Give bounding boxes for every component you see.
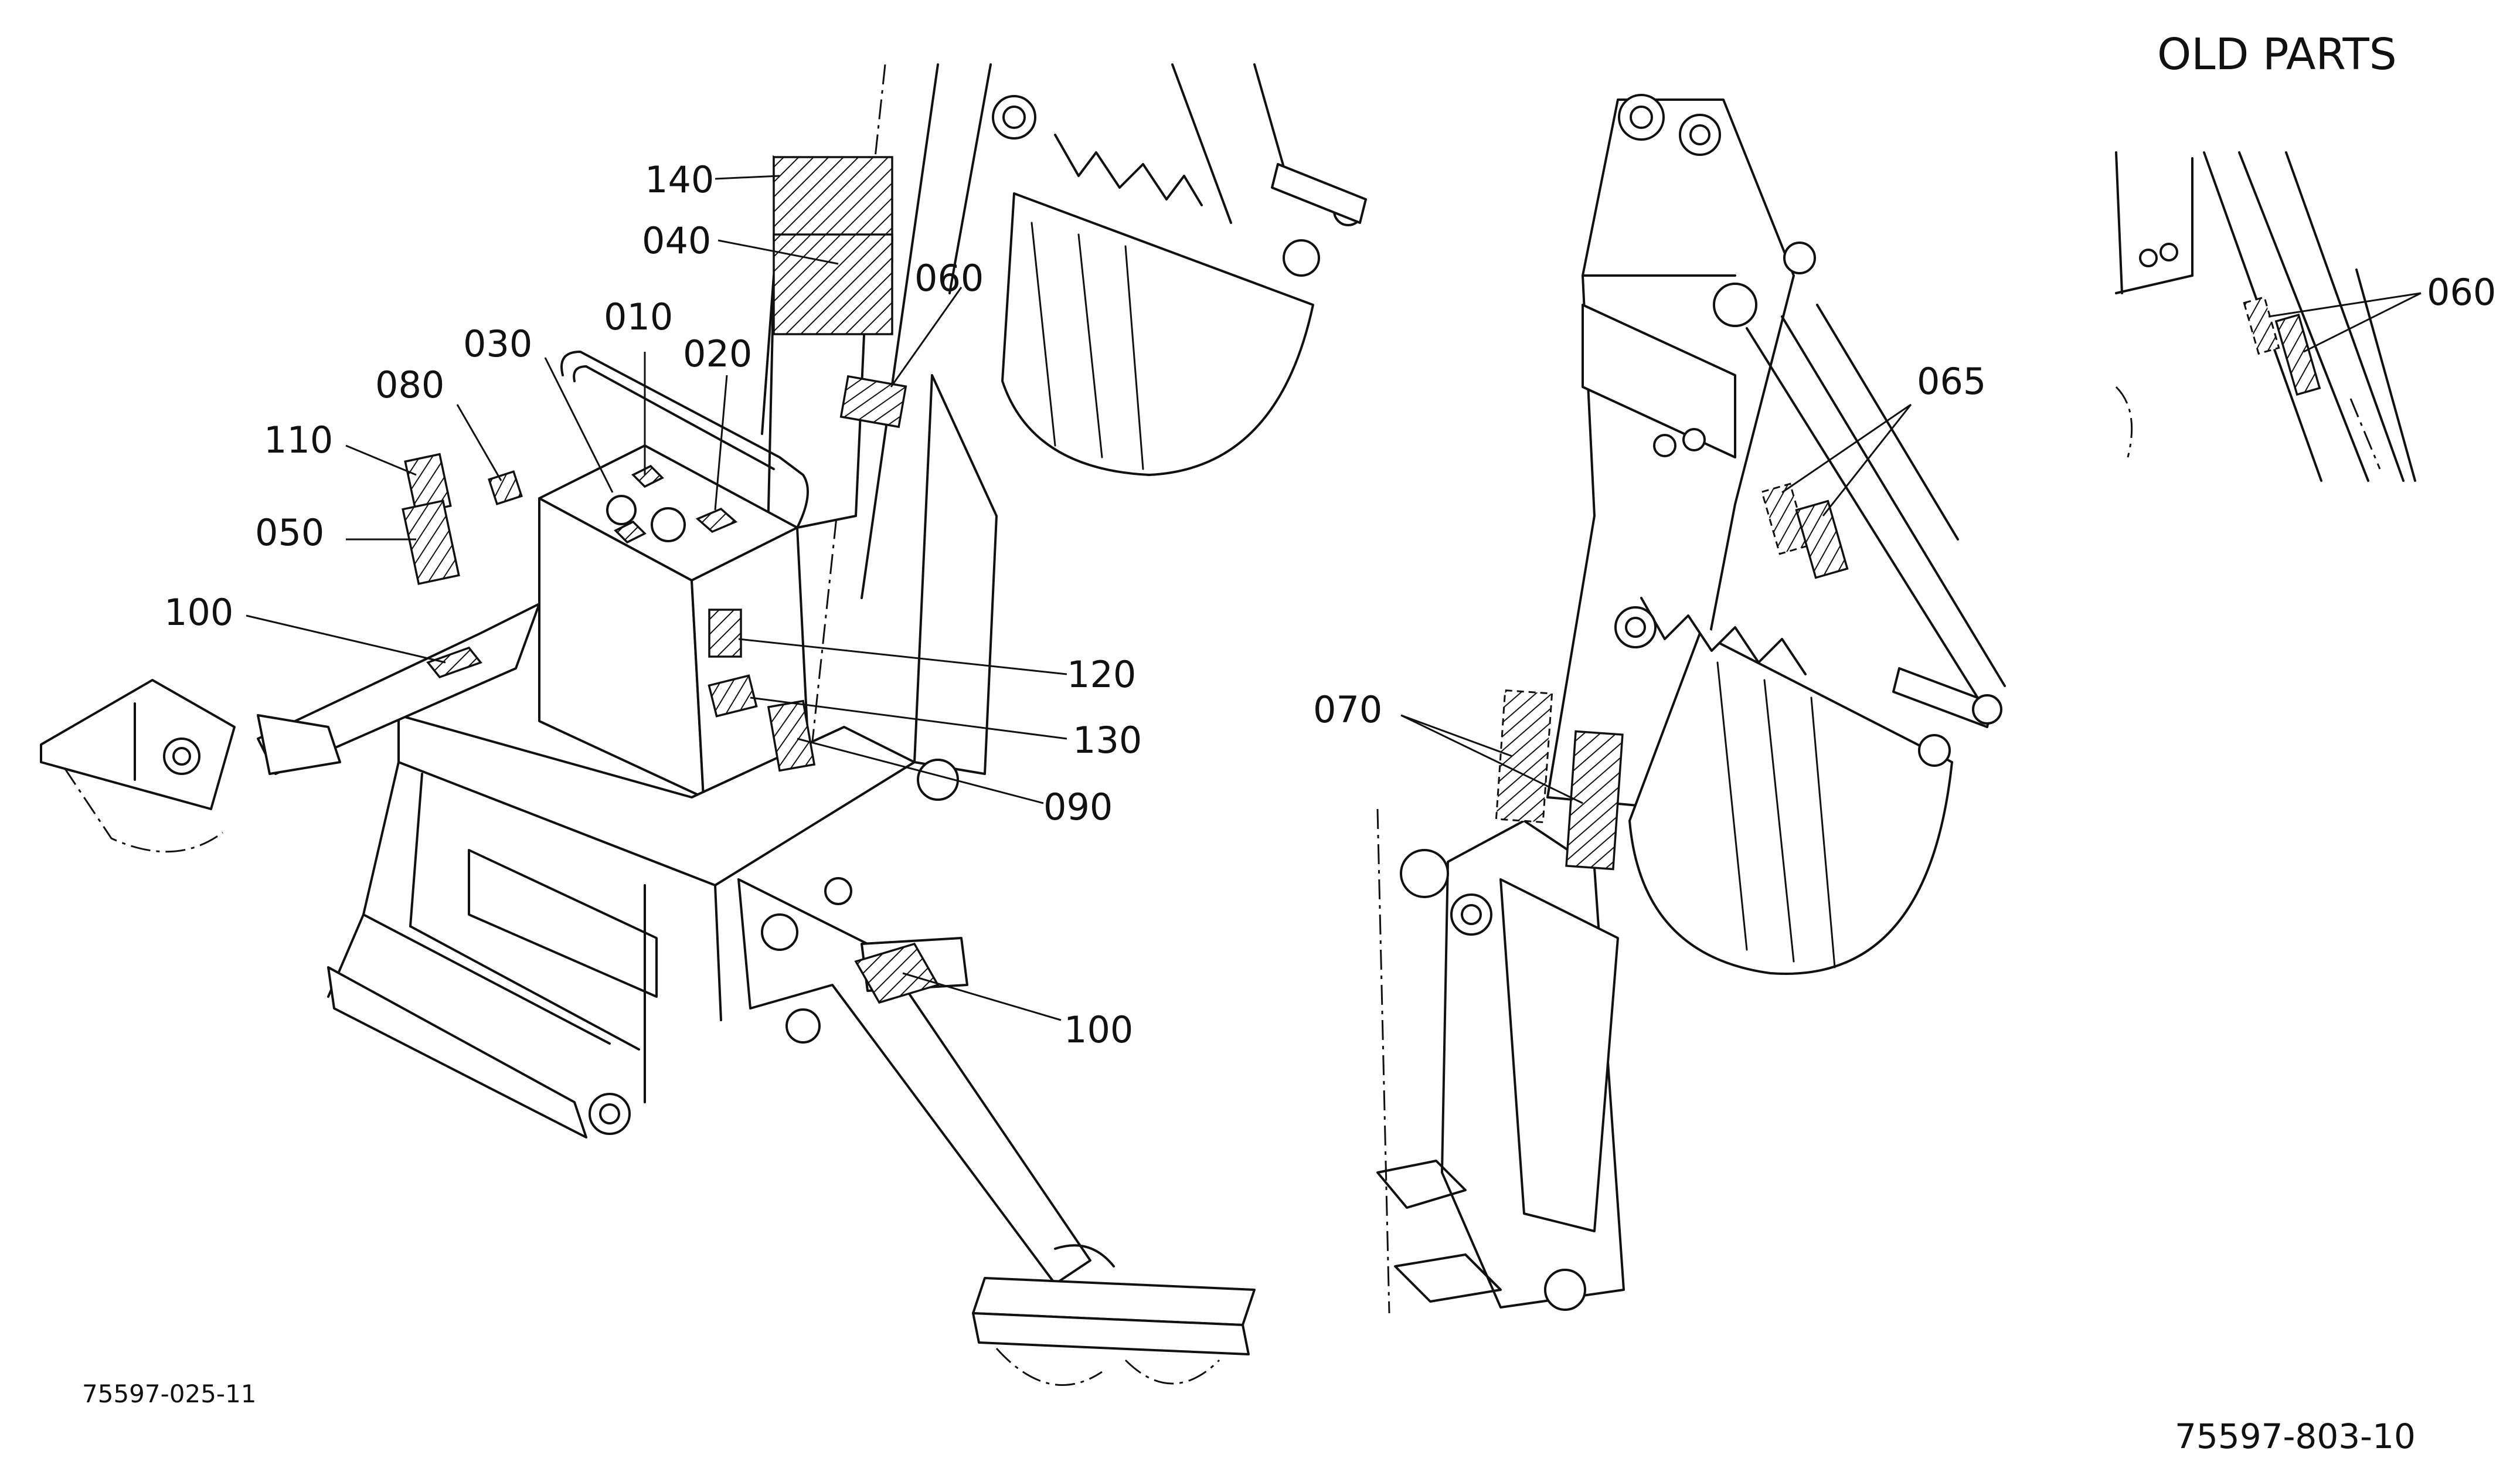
decal-100b [854,942,940,1004]
decal-060-old-a [2243,295,2280,355]
decal-090 [767,699,816,772]
left-assembly-drawing [40,63,1367,1386]
figure-code-left: 75597-025-11 [82,1379,257,1408]
middle-assembly-drawing [1376,94,2006,1314]
decal-070a [1495,689,1553,824]
decal-100a [426,646,482,679]
decal-120 [708,609,742,658]
callout-065: 065 [1917,360,1986,403]
old-parts-inset: OLD PARTS 060 [2115,29,2496,482]
middle-callouts: 065 070 [1313,360,1986,731]
callout-020: 020 [683,332,752,375]
middle-decals [1495,482,1849,871]
callout-140: 140 [645,158,714,201]
decal-020 [695,507,738,533]
decal-060-old-b [2274,313,2321,396]
left-leaders [246,175,1067,1021]
decal-040 [773,233,893,335]
middle-leaders [1400,403,1912,804]
decal-140-plate [773,156,893,240]
callout-070: 070 [1313,688,1382,731]
decal-060 [839,375,907,429]
decal-070b [1565,730,1624,871]
callout-110: 110 [264,419,333,461]
callout-120: 120 [1067,653,1136,696]
callout-060-old: 060 [2427,271,2496,314]
decal-130 [708,674,758,718]
callout-100-lower: 100 [1064,1008,1133,1051]
callout-130: 130 [1073,719,1142,762]
callout-010: 010 [604,295,673,338]
callout-040: 040 [642,219,711,262]
callout-060: 060 [914,257,984,300]
callout-090: 090 [1043,786,1113,828]
callout-030: 030 [463,322,532,365]
decal-050 [402,499,460,585]
left-decals [402,155,940,1004]
decal-080 [488,470,523,505]
left-callouts: 140 040 060 030 010 020 080 110 050 100 … [164,158,1142,1051]
decal-030 [614,520,647,544]
figure-code-right: 75597-803-10 [2175,1416,2416,1456]
decal-065b [1795,499,1849,579]
callout-100-upper: 100 [164,591,233,634]
callout-080: 080 [375,363,444,406]
callout-050: 050 [255,511,324,554]
old-parts-title: OLD PARTS [2157,29,2397,80]
